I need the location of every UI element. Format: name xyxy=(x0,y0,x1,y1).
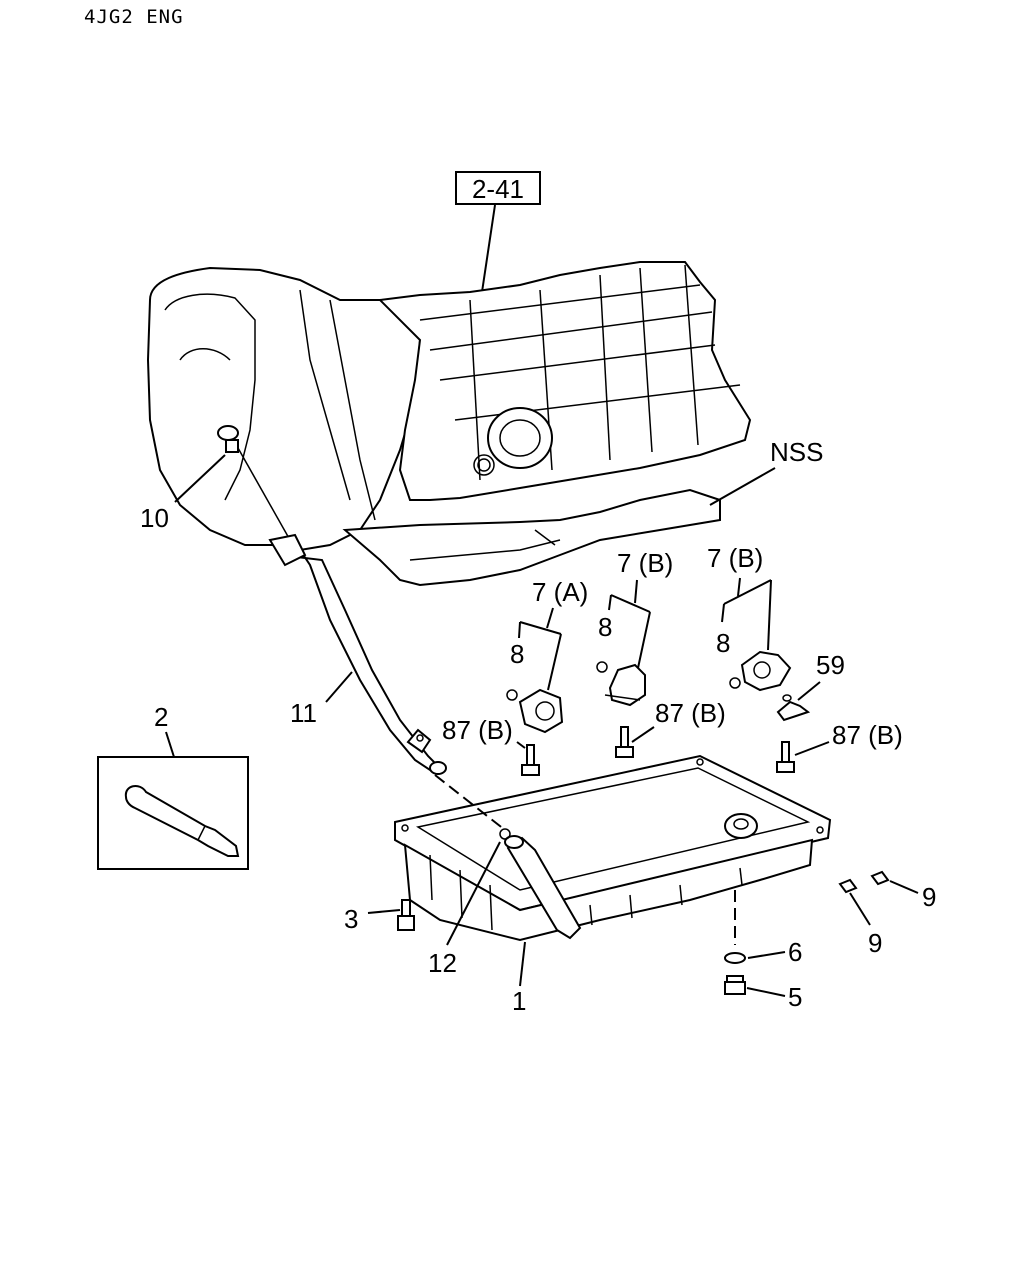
leader-ref xyxy=(481,204,496,293)
bolt-87b-1-group: 87 (B) xyxy=(442,715,540,776)
label-sealant[interactable]: 2 xyxy=(154,702,168,732)
tube-insert-line xyxy=(434,774,506,831)
bracket xyxy=(776,700,811,722)
label-solenoid-b1[interactable]: 7 (B) xyxy=(617,548,673,578)
magnet-group: 9 9 xyxy=(838,870,936,958)
diagram-header: 4JG2 ENG xyxy=(84,6,184,28)
oring-tube xyxy=(499,828,511,840)
leader-grommet xyxy=(174,454,226,503)
leader-oring-tube xyxy=(446,841,501,946)
label-magnet-2[interactable]: 9 xyxy=(922,882,936,912)
oring-3 xyxy=(729,677,741,689)
oring-2 xyxy=(596,661,608,673)
transmission-assembly xyxy=(146,261,752,587)
label-washer[interactable]: 6 xyxy=(788,937,802,967)
label-pan[interactable]: 1 xyxy=(512,986,526,1016)
bolt-87b-2-group: 87 (B) xyxy=(615,698,726,758)
magnet-2 xyxy=(870,870,890,886)
leader-sealant xyxy=(165,731,175,758)
label-nss[interactable]: NSS xyxy=(770,437,823,467)
label-bolt-3[interactable]: 87 (B) xyxy=(832,720,903,750)
solenoid-7b-right-group: 7 (B) 8 xyxy=(707,543,792,692)
magnet-1 xyxy=(838,878,858,894)
drain-plug xyxy=(724,981,746,995)
label-bolt-1[interactable]: 87 (B) xyxy=(442,715,513,745)
label-bracket[interactable]: 59 xyxy=(816,650,845,680)
sealant-tube xyxy=(97,756,249,870)
leader-bracket xyxy=(797,681,821,701)
label-oring-tube[interactable]: 12 xyxy=(428,948,457,978)
bolt-87b-3-group: 87 (B) xyxy=(776,720,903,773)
washer-group: 6 xyxy=(724,937,802,967)
label-drain-plug[interactable]: 5 xyxy=(788,982,802,1012)
dipstick-tube xyxy=(217,425,447,775)
oring-1 xyxy=(506,689,518,701)
reference-box-label: 2-41 xyxy=(472,174,524,204)
label-oring-3[interactable]: 8 xyxy=(716,628,730,658)
bolt-3-group: 3 xyxy=(344,899,415,934)
label-solenoid-a[interactable]: 7 (A) xyxy=(532,577,588,607)
leader-nss xyxy=(709,467,776,506)
leader-pan xyxy=(519,941,526,987)
reference-box[interactable]: 2-41 xyxy=(455,171,541,205)
drain-plug-group: 5 xyxy=(724,975,802,1012)
leader-tube xyxy=(325,671,353,703)
label-grommet[interactable]: 10 xyxy=(140,503,169,533)
label-bolt-2[interactable]: 87 (B) xyxy=(655,698,726,728)
label-oring-1[interactable]: 8 xyxy=(510,639,524,669)
solenoid-7b-right xyxy=(740,650,792,692)
solenoid-7b-middle xyxy=(608,663,646,707)
label-bolt[interactable]: 3 xyxy=(344,904,358,934)
solenoid-7b-middle-group: 7 (B) 8 xyxy=(596,548,673,707)
washer xyxy=(724,952,746,964)
solenoid-7a xyxy=(518,688,564,734)
oil-pan xyxy=(394,754,832,942)
label-oring-2[interactable]: 8 xyxy=(598,612,612,642)
label-tube[interactable]: 11 xyxy=(290,698,317,728)
label-magnet-1[interactable]: 9 xyxy=(868,928,882,958)
label-solenoid-b2[interactable]: 7 (B) xyxy=(707,543,763,573)
solenoid-7a-group: 7 (A) 8 xyxy=(506,577,588,734)
